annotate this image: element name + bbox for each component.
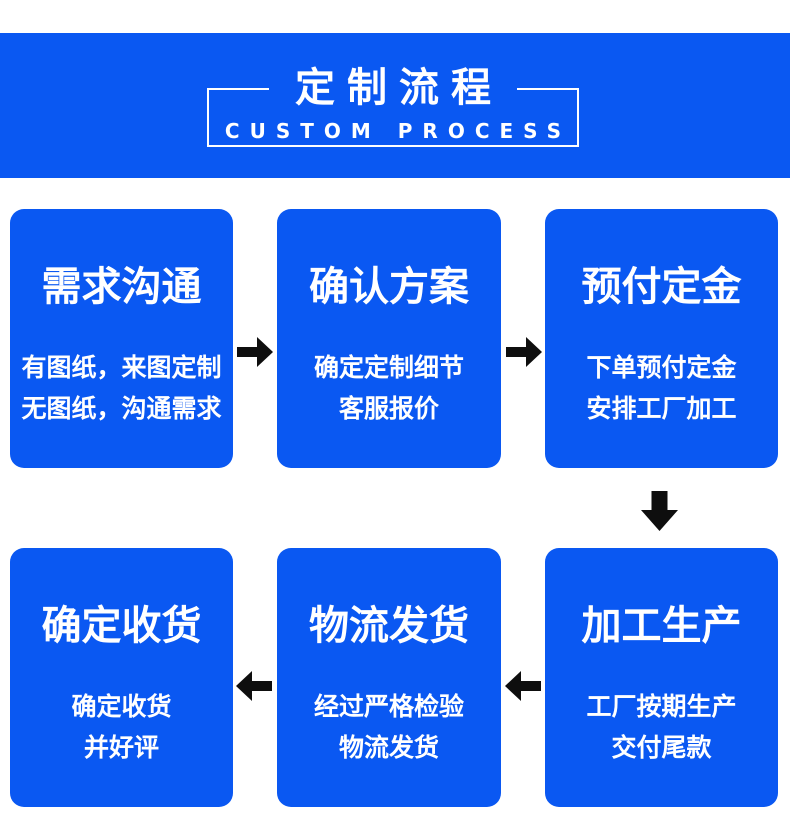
step-line: 客服报价 <box>338 394 439 423</box>
step-line: 并好评 <box>83 733 159 762</box>
step-description: 确定收货 并好评 <box>10 686 233 768</box>
step-title: 确定收货 <box>41 603 202 649</box>
step-title: 预付定金 <box>581 264 742 310</box>
arrow-left-icon <box>236 671 272 701</box>
step-title: 需求沟通 <box>41 264 202 310</box>
arrow-right-icon <box>237 337 273 367</box>
step-box-confirm-plan: 确认方案 确定定制细节 客服报价 <box>277 209 501 468</box>
page-subtitle: CUSTOM PROCESS <box>224 119 572 143</box>
step-description: 确定定制细节 客服报价 <box>277 347 501 429</box>
step-description: 经过严格检验 物流发货 <box>277 686 501 768</box>
step-line: 有图纸，来图定制 <box>21 353 222 382</box>
arrow-down-icon <box>641 491 678 531</box>
step-box-requirements: 需求沟通 有图纸，来图定制 无图纸，沟通需求 <box>10 209 233 468</box>
step-line: 无图纸，沟通需求 <box>21 394 222 423</box>
step-line: 工厂按期生产 <box>586 692 737 721</box>
step-line: 确定定制细节 <box>313 353 464 382</box>
page-title: 定制流程 <box>269 66 517 111</box>
step-line: 物流发货 <box>338 733 439 762</box>
step-box-deposit: 预付定金 下单预付定金 安排工厂加工 <box>545 209 778 468</box>
step-description: 下单预付定金 安排工厂加工 <box>545 347 778 429</box>
step-line: 下单预付定金 <box>586 353 737 382</box>
step-box-production: 加工生产 工厂按期生产 交付尾款 <box>545 548 778 807</box>
step-description: 有图纸，来图定制 无图纸，沟通需求 <box>10 347 233 429</box>
step-line: 安排工厂加工 <box>586 394 737 423</box>
step-line: 确定收货 <box>71 692 172 721</box>
arrow-right-icon <box>506 337 542 367</box>
step-line: 交付尾款 <box>611 733 712 762</box>
step-title: 确认方案 <box>309 264 469 310</box>
title-frame: 定制流程 CUSTOM PROCESS <box>207 66 579 147</box>
step-box-receive: 确定收货 确定收货 并好评 <box>10 548 233 807</box>
step-title: 物流发货 <box>309 603 469 649</box>
header-banner: 定制流程 CUSTOM PROCESS <box>0 33 790 178</box>
arrow-left-icon <box>505 671 541 701</box>
step-box-shipping: 物流发货 经过严格检验 物流发货 <box>277 548 501 807</box>
step-title: 加工生产 <box>581 603 742 649</box>
step-description: 工厂按期生产 交付尾款 <box>545 686 778 768</box>
step-line: 经过严格检验 <box>313 692 464 721</box>
